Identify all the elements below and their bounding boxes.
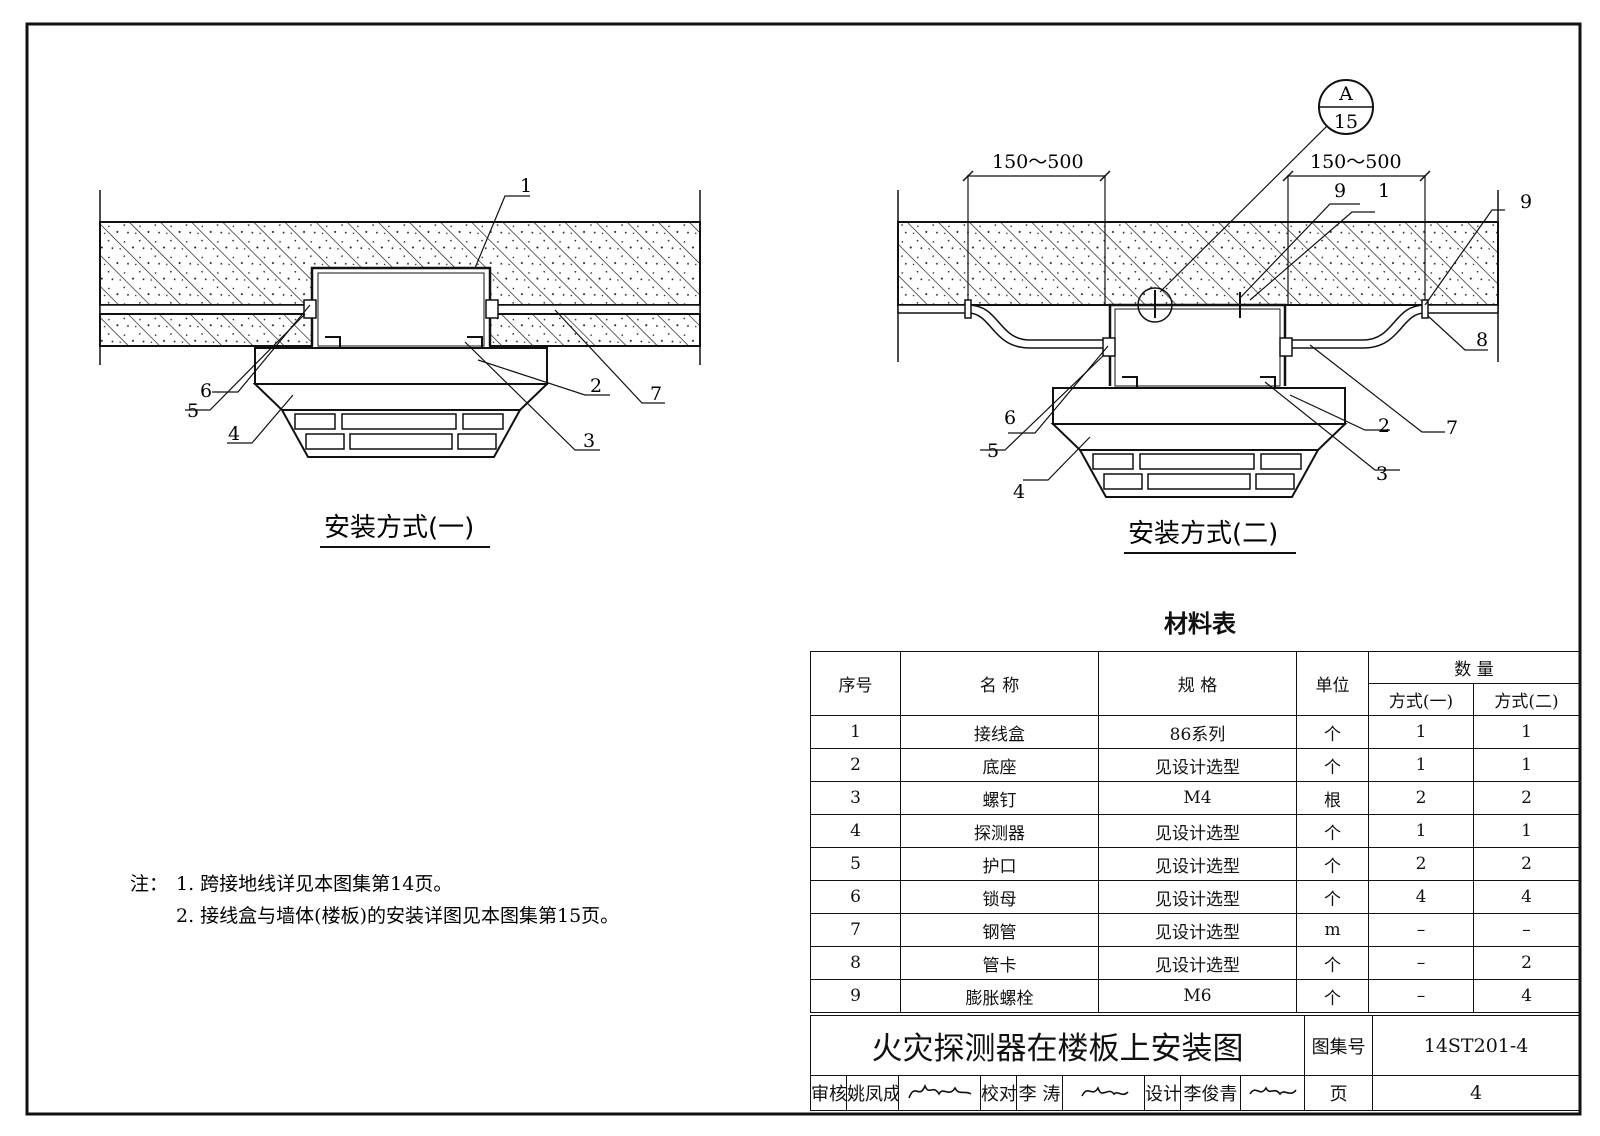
callout-7: 7	[650, 383, 662, 405]
check-label: 校对	[980, 1075, 1017, 1111]
page-label: 页	[1304, 1075, 1374, 1111]
col-header-qty: 数 量	[1368, 651, 1580, 684]
col-header-no: 序号	[810, 651, 901, 716]
designer-name: 李俊青	[1180, 1075, 1241, 1111]
detector-base	[254, 347, 548, 385]
drawing-title: 火灾探测器在楼板上安装图	[809, 1015, 1306, 1076]
steel-conduit	[99, 304, 313, 315]
callout-3-m2: 3	[1376, 463, 1388, 485]
col-header-qty-m2: 方式(二)	[1473, 683, 1580, 716]
callout-6-m2: 6	[1004, 407, 1016, 429]
col-header-name: 名 称	[900, 651, 1099, 716]
sheet-border	[25, 22, 1582, 1116]
detector-base-2	[1052, 387, 1346, 425]
pipe-clamp	[964, 299, 972, 319]
callout-4: 4	[228, 423, 240, 445]
callout-6: 6	[200, 380, 212, 402]
callout-1-m2: 1	[1378, 180, 1390, 202]
checker-signature	[1062, 1075, 1145, 1111]
col-header-spec: 规 格	[1098, 651, 1297, 716]
steel-conduit-2	[897, 304, 1111, 349]
note-item-2: 2. 接线盒与墙体(楼板)的安装详图见本图集第15页。	[176, 905, 619, 927]
dimension-label-right: 150～500	[1310, 151, 1402, 173]
callout-5-m2: 5	[987, 440, 999, 462]
callout-2: 2	[590, 375, 602, 397]
detail-ref-sheet: 15	[1334, 111, 1358, 133]
callout-9-inner: 9	[1334, 180, 1346, 202]
method-one-caption: 安装方式(一)	[324, 513, 474, 543]
detector-body-2	[1050, 423, 1348, 451]
concrete-slab-2	[897, 221, 1499, 306]
callout-7-m2: 7	[1446, 417, 1458, 439]
col-header-unit: 单位	[1296, 651, 1369, 716]
callout-3: 3	[583, 430, 595, 452]
callout-9-outer: 9	[1520, 191, 1532, 213]
callout-4-m2: 4	[1013, 481, 1025, 503]
checker-name: 李 涛	[1016, 1075, 1063, 1111]
method-one-drawing	[99, 190, 701, 458]
method-two-drawing	[897, 79, 1505, 498]
junction-box	[310, 266, 492, 346]
design-label: 设计	[1144, 1075, 1181, 1111]
dimension-label-left: 150～500	[992, 151, 1084, 173]
review-label: 审核	[810, 1075, 847, 1111]
note-item-1: 1. 跨接地线详见本图集第14页。	[176, 873, 452, 895]
callout-1: 1	[520, 175, 532, 197]
designer-signature	[1239, 1075, 1306, 1111]
reviewer-signature	[898, 1075, 981, 1111]
materials-table-title: 材料表	[1164, 610, 1236, 638]
callout-5: 5	[187, 400, 199, 422]
junction-box-2	[1108, 303, 1287, 386]
detector-body	[252, 383, 550, 411]
atlas-number: 14ST201-4	[1372, 1015, 1581, 1076]
detail-circle	[1137, 287, 1173, 323]
col-header-qty-m1: 方式(一)	[1368, 683, 1474, 716]
title-block: 火灾探测器在楼板上安装图 图集号 14ST201-4 审核 姚凤成 校对 李 涛…	[809, 1015, 1581, 1111]
method-two-caption: 安装方式(二)	[1128, 519, 1278, 549]
reviewer-name: 姚凤成	[846, 1075, 899, 1111]
callout-2-m2: 2	[1378, 415, 1390, 437]
callout-8-m2: 8	[1476, 329, 1488, 351]
lock-nut	[303, 299, 317, 319]
page-number: 4	[1372, 1075, 1581, 1111]
detail-ref-letter: A	[1338, 83, 1353, 105]
atlas-number-label: 图集号	[1304, 1015, 1374, 1076]
notes-prefix: 注：	[130, 873, 168, 895]
